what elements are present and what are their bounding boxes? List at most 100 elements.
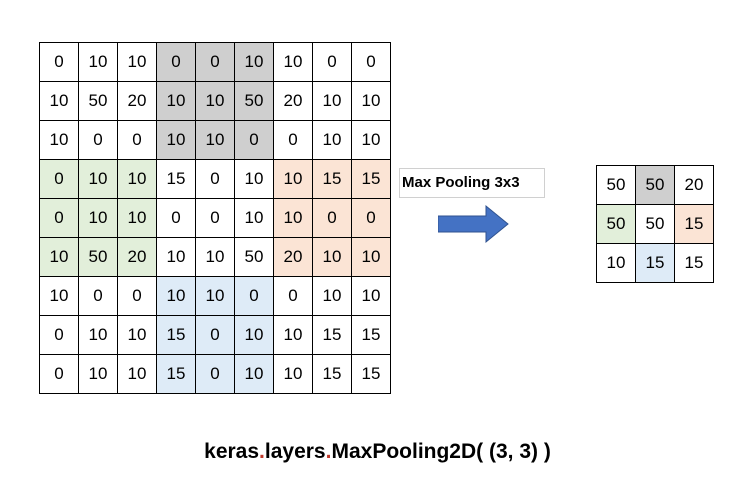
output-cell: 50 (635, 204, 675, 244)
output-cell: 10 (596, 243, 636, 283)
input-cell: 15 (351, 159, 391, 199)
code-dot: . (259, 440, 265, 463)
input-cell: 10 (273, 315, 313, 355)
input-cell: 10 (195, 276, 235, 316)
input-cell: 10 (234, 315, 274, 355)
input-cell: 0 (273, 276, 313, 316)
input-cell: 10 (312, 120, 352, 160)
output-cell: 15 (674, 243, 714, 283)
input-cell: 0 (234, 120, 274, 160)
input-cell: 0 (78, 276, 118, 316)
input-cell: 20 (273, 81, 313, 121)
right-arrow-icon (438, 204, 509, 244)
input-cell: 0 (117, 276, 157, 316)
input-cell: 10 (156, 81, 196, 121)
input-cell: 10 (312, 237, 352, 277)
input-cell: 0 (39, 315, 79, 355)
input-cell: 10 (273, 159, 313, 199)
input-cell: 10 (234, 42, 274, 82)
input-cell: 10 (78, 315, 118, 355)
input-cell: 50 (78, 81, 118, 121)
input-cell: 10 (39, 81, 79, 121)
input-cell: 0 (312, 42, 352, 82)
input-cell: 10 (156, 237, 196, 277)
input-cell: 10 (195, 237, 235, 277)
input-cell: 10 (273, 198, 313, 238)
input-cell: 15 (351, 315, 391, 355)
input-cell: 0 (39, 159, 79, 199)
output-cell: 50 (635, 165, 675, 205)
input-cell: 10 (117, 198, 157, 238)
input-cell: 10 (117, 159, 157, 199)
input-cell: 10 (195, 120, 235, 160)
input-cell: 10 (78, 198, 118, 238)
input-cell: 0 (117, 120, 157, 160)
code-submodule: layers (264, 440, 326, 463)
input-cell: 0 (234, 276, 274, 316)
input-cell: 10 (156, 120, 196, 160)
input-cell: 10 (234, 159, 274, 199)
input-cell: 0 (195, 198, 235, 238)
input-cell: 10 (312, 81, 352, 121)
input-cell: 10 (234, 354, 274, 394)
code-dot: . (325, 440, 332, 463)
input-cell: 0 (351, 42, 391, 82)
input-cell: 0 (156, 198, 196, 238)
input-cell: 50 (234, 237, 274, 277)
input-cell: 20 (117, 81, 157, 121)
input-cell: 10 (117, 42, 157, 82)
input-cell: 20 (117, 237, 157, 277)
input-cell: 0 (156, 42, 196, 82)
input-cell: 0 (39, 198, 79, 238)
input-cell: 10 (312, 276, 352, 316)
output-cell: 20 (674, 165, 714, 205)
input-cell: 50 (234, 81, 274, 121)
input-cell: 10 (234, 198, 274, 238)
input-cell: 10 (351, 81, 391, 121)
input-cell: 10 (351, 120, 391, 160)
input-cell: 15 (156, 354, 196, 394)
operation-label: Max Pooling 3x3 (399, 168, 545, 198)
input-cell: 10 (351, 276, 391, 316)
input-cell: 15 (312, 354, 352, 394)
code-module: keras (204, 440, 260, 463)
input-cell: 0 (312, 198, 352, 238)
input-cell: 0 (195, 354, 235, 394)
input-cell: 10 (78, 159, 118, 199)
input-cell: 0 (78, 120, 118, 160)
input-cell: 0 (195, 159, 235, 199)
input-cell: 15 (156, 159, 196, 199)
input-cell: 10 (39, 120, 79, 160)
input-cell: 10 (351, 237, 391, 277)
input-cell: 0 (351, 198, 391, 238)
input-cell: 0 (39, 42, 79, 82)
output-cell: 50 (596, 165, 636, 205)
input-cell: 10 (117, 354, 157, 394)
input-cell: 15 (351, 354, 391, 394)
input-cell: 0 (39, 354, 79, 394)
input-cell: 10 (273, 354, 313, 394)
input-cell: 15 (312, 315, 352, 355)
input-cell: 15 (156, 315, 196, 355)
input-cell: 10 (195, 81, 235, 121)
input-cell: 15 (312, 159, 352, 199)
input-cell: 10 (156, 276, 196, 316)
output-cell: 15 (635, 243, 675, 283)
input-cell: 0 (273, 120, 313, 160)
input-cell: 0 (195, 315, 235, 355)
input-cell: 10 (78, 42, 118, 82)
input-cell: 0 (195, 42, 235, 82)
output-cell: 50 (596, 204, 636, 244)
